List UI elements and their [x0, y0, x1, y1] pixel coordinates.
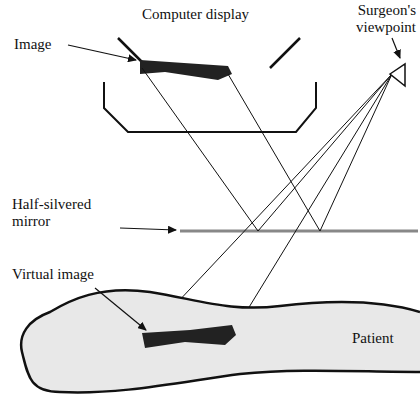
display-image [140, 60, 232, 80]
virtual-image [142, 325, 236, 348]
patient-label: Patient [352, 330, 416, 347]
eye-symbol [390, 64, 405, 86]
leader-lines [68, 38, 400, 330]
display-outline [104, 82, 316, 132]
half-silvered-mirror [180, 230, 418, 233]
patient-leg [21, 290, 420, 392]
display-label: Computer display [142, 6, 302, 23]
viewpoint-label: Surgeon's viewpoint [330, 2, 416, 36]
virtual-image-label: Virtual image [12, 266, 122, 283]
image-label: Image [14, 36, 74, 53]
mirror-label: Half-silvered mirror [12, 196, 122, 230]
